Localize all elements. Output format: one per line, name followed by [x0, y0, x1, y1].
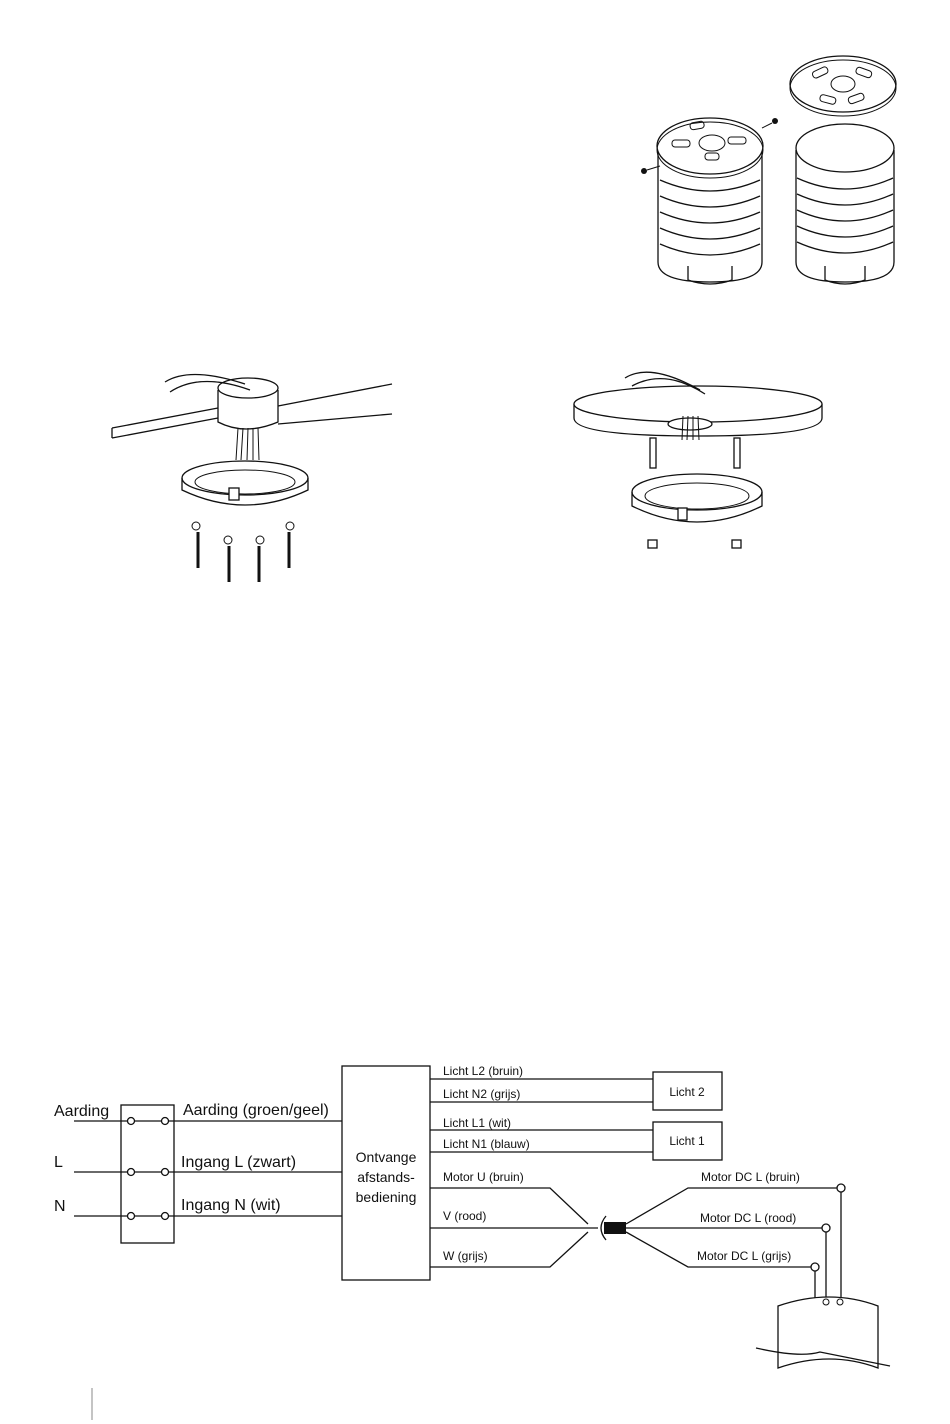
out-motor-w: W (grijs): [443, 1249, 488, 1263]
wire-ingang-l-label: Ingang L (zwart): [181, 1154, 296, 1171]
licht-2-label: Licht 2: [669, 1085, 705, 1099]
bracket-beam-mount-illustration: [112, 374, 392, 582]
motor-dc-grijs: Motor DC L (grijs): [697, 1249, 791, 1263]
wire-aarding-label: Aarding (groen/geel): [183, 1102, 329, 1119]
wiring-diagram: Aarding L N Aarding (groen/geel) Ingang …: [54, 1064, 890, 1368]
out-licht-l1: Licht L1 (wit): [443, 1116, 511, 1130]
label-n: N: [54, 1198, 66, 1215]
ceiling-plate-anchor-illustration: [574, 372, 822, 548]
assembled-body-drawing: [641, 118, 778, 284]
out-licht-n2: Licht N2 (grijs): [443, 1087, 520, 1101]
out-licht-l2: Licht L2 (bruin): [443, 1064, 523, 1078]
motor-dc-bruin: Motor DC L (bruin): [701, 1170, 800, 1184]
licht-1-label: Licht 1: [669, 1134, 705, 1148]
out-motor-u: Motor U (bruin): [443, 1170, 524, 1184]
receiver-line3: bediening: [356, 1189, 417, 1205]
motor-body: [756, 1297, 890, 1368]
exploded-body-drawing: [790, 56, 896, 284]
motor-connector: [601, 1216, 626, 1240]
out-motor-v: V (rood): [443, 1209, 486, 1223]
out-licht-n1: Licht N1 (blauw): [443, 1137, 530, 1151]
fan-body-assembly-illustration: [641, 56, 896, 284]
receiver-line2: afstands-: [357, 1169, 415, 1185]
motor-dc-rood: Motor DC L (rood): [700, 1211, 796, 1225]
label-l: L: [54, 1154, 63, 1171]
wire-ingang-n-label: Ingang N (wit): [181, 1197, 281, 1214]
receiver-line1: Ontvange: [356, 1149, 417, 1165]
label-aarding: Aarding: [54, 1103, 109, 1120]
